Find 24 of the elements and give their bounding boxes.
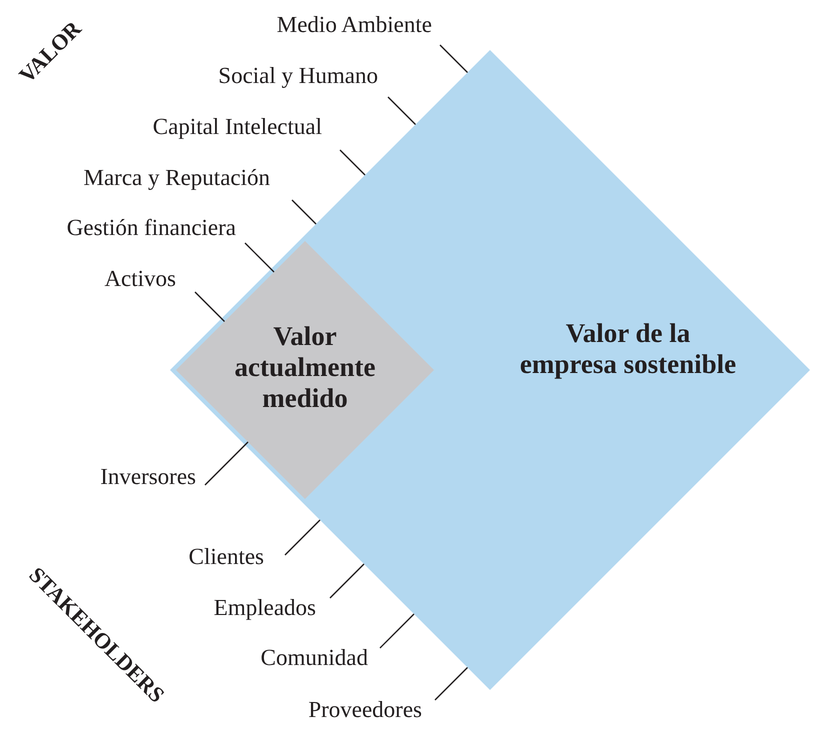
leader-line [434,667,468,700]
leader-line [244,242,274,272]
label-text: Clientes [188,543,264,571]
leader-line [204,442,248,486]
diamond-label: Valor actualmente medido [234,321,376,414]
label-text: Social y Humano [218,62,378,90]
label-text: Activos [104,265,176,293]
diamond-label: Valor de la empresa sostenible [518,318,738,380]
label-text: Gestión financiera [66,214,236,242]
label-text: Empleados [214,594,316,622]
leader-line [388,96,416,125]
leader-line [440,44,468,73]
label-text: Comunidad [260,644,368,672]
leader-line [330,564,364,598]
label-text: Inversores [100,463,196,491]
leader-line [340,150,366,176]
leader-line [380,614,414,648]
label-text: Marca y Reputación [84,164,270,192]
label-text: Medio Ambiente [276,11,432,39]
label-text: Proveedores [308,696,422,724]
label-text: Capital Intelectual [152,113,322,141]
leader-line [284,520,320,556]
leader-line [292,200,316,224]
leader-line [194,292,225,322]
